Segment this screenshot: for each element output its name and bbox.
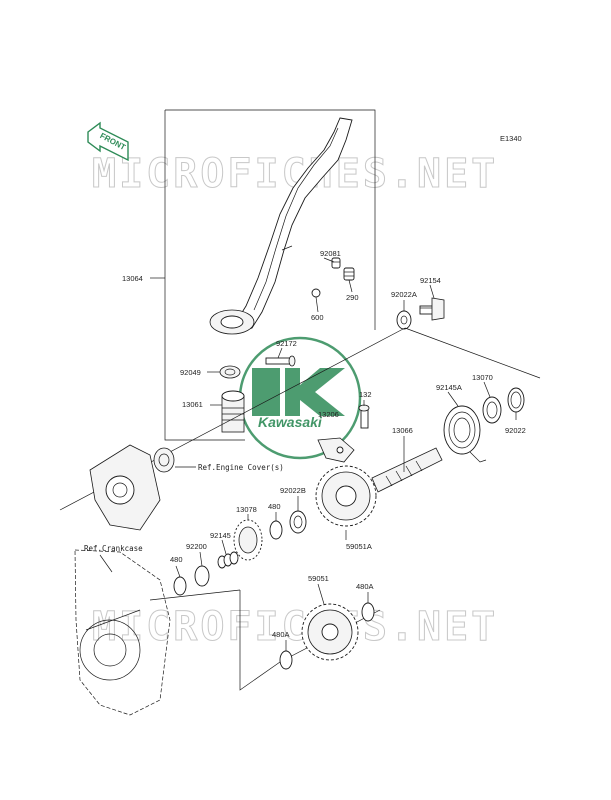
ref-engine-cover: Ref.Engine Cover(s) — [198, 463, 284, 472]
label-92145A: 92145A — [436, 383, 462, 392]
bracket-left — [164, 110, 245, 441]
label-290: 290 — [346, 293, 359, 302]
lower-bracket — [239, 590, 281, 691]
label-92022A: 92022A — [391, 290, 417, 299]
part-132-bolt — [358, 404, 370, 429]
label-600: 600 — [311, 313, 324, 322]
label-13206: 13206 — [318, 410, 339, 419]
part-480-circlip-left — [173, 576, 187, 596]
label-92022: 92022 — [505, 426, 526, 435]
part-13206-plate — [317, 437, 355, 463]
part-92145-spring — [217, 551, 239, 569]
axis-right-line — [404, 327, 541, 379]
label-13061: 13061 — [182, 400, 203, 409]
label-92200: 92200 — [186, 542, 207, 551]
watermark-bottom: MICROFICHES.NET — [92, 604, 498, 650]
part-92022B-washer — [289, 510, 307, 534]
part-92022-washer — [507, 387, 525, 413]
logo-text: Kawasaki — [258, 414, 323, 430]
kawasaki-logo: Kawasaki — [238, 336, 362, 460]
crankcase-outline — [74, 549, 171, 716]
label-92172: 92172 — [276, 339, 297, 348]
label-92049: 92049 — [180, 368, 201, 377]
engine-cover-hub — [89, 444, 161, 531]
label-13078: 13078 — [236, 505, 257, 514]
label-92081: 92081 — [320, 249, 341, 258]
kick-pedal-arm — [209, 117, 353, 335]
label-13066: 13066 — [392, 426, 413, 435]
part-92049-seal — [219, 365, 241, 379]
part-92022A-washer — [396, 310, 412, 330]
part-92172-bolt — [265, 355, 296, 367]
part-92200-washer — [194, 565, 210, 587]
label-13064: 13064 — [122, 274, 143, 283]
label-480-top: 480 — [268, 502, 281, 511]
bracket-top-right — [165, 109, 376, 330]
part-480A-circlip-left — [279, 650, 293, 670]
part-cover-seal — [153, 447, 175, 473]
label-92154: 92154 — [420, 276, 441, 285]
part-480-circlip-top — [269, 520, 283, 540]
part-59051-gear — [301, 603, 359, 661]
label-92145: 92145 — [210, 531, 231, 540]
part-290-spring — [343, 267, 355, 281]
leader-600 — [315, 296, 319, 313]
part-13078-gear — [233, 519, 263, 561]
label-59051: 59051 — [308, 574, 329, 583]
label-480-left: 480 — [170, 555, 183, 564]
part-13070-ring — [482, 396, 502, 424]
part-13061-shaft — [221, 390, 245, 433]
part-600-ball — [311, 288, 321, 298]
label-132: 132 — [359, 390, 372, 399]
part-59051A-gear — [315, 465, 377, 527]
part-13066-spindle — [371, 447, 443, 493]
part-92145A-spring — [443, 405, 487, 463]
ref-crankcase: Ref.Crankcase — [84, 544, 143, 553]
label-59051A: 59051A — [346, 542, 372, 551]
part-92081-spring — [331, 257, 341, 269]
part-92154-bolt — [419, 297, 445, 321]
label-13070: 13070 — [472, 373, 493, 382]
lower-axis-line — [149, 589, 241, 601]
label-480A-left: 480A — [272, 630, 290, 639]
diagram-code: E1340 — [500, 134, 522, 143]
label-92022B: 92022B — [280, 486, 306, 495]
part-480A-circlip-right — [361, 602, 375, 622]
label-480A-right: 480A — [356, 582, 374, 591]
